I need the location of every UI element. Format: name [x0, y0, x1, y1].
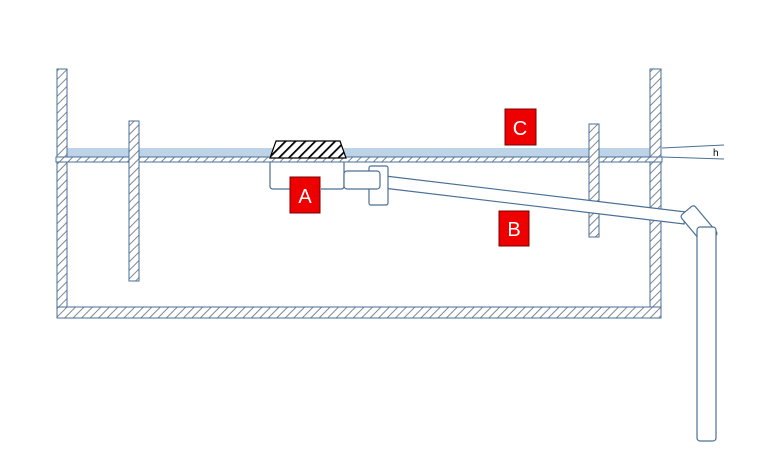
water-surface	[67, 148, 650, 157]
label-a-box	[289, 176, 321, 214]
label-a-text: A	[298, 186, 312, 208]
h-indicator	[661, 144, 725, 160]
horizontal-plate	[55, 156, 663, 163]
tube-b-down-pipe	[696, 226, 717, 442]
label-c: C	[504, 108, 537, 146]
weight-block	[269, 140, 347, 159]
label-a: A	[289, 176, 321, 214]
h-label: h	[713, 148, 719, 159]
tank-right-wall	[649, 68, 662, 310]
left-post	[128, 120, 140, 282]
tube-b	[343, 165, 718, 442]
label-b-text: B	[507, 219, 520, 241]
tank-floor	[56, 306, 662, 319]
tank-left-wall	[56, 68, 68, 310]
right-post	[588, 123, 600, 238]
label-b-box	[498, 210, 530, 247]
tube-b-inlet	[343, 170, 381, 190]
label-c-text: C	[513, 118, 527, 140]
label-b: B	[498, 210, 530, 247]
label-c-box	[504, 108, 537, 146]
